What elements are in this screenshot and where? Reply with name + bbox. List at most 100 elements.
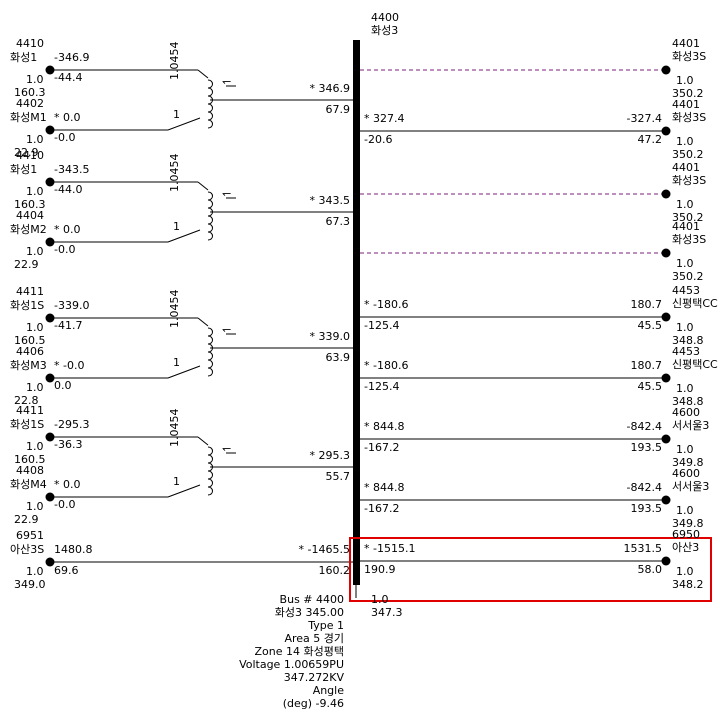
right-bus-kv: 349.8 — [672, 456, 704, 469]
lv-switch-line — [167, 117, 201, 131]
bus-bar — [353, 40, 360, 585]
transformer-flow-p: * 339.0 — [309, 330, 351, 343]
transformer-flow-q: 63.9 — [325, 351, 351, 364]
left-line-near-p: * -1465.5 — [298, 543, 350, 556]
hv-flow-p: -339.0 — [54, 299, 90, 312]
right-bus-kv: 348.8 — [672, 334, 704, 347]
lv-flow-q: 0.0 — [54, 379, 72, 392]
right-branch-far-q: 193.5 — [630, 502, 663, 515]
right-bus-name: 신평택CC — [672, 297, 718, 310]
right-bus-dot — [661, 189, 671, 199]
lv-bus-kv: 22.9 — [14, 146, 39, 159]
right-branch-far-q: 47.2 — [637, 133, 663, 146]
lv-flow-p: * -0.0 — [54, 359, 85, 372]
hv-bus-name: 화성1S — [10, 299, 45, 312]
transformer-coil-lv — [207, 351, 213, 377]
left-line-bus-number: 6951 — [16, 529, 44, 542]
transformer-tap-symbol: 1 — [173, 475, 180, 488]
right-branch-near-p: * -180.6 — [364, 359, 409, 372]
right-branch-far-p: 180.7 — [630, 359, 663, 372]
transformer-flow-p: * 295.3 — [309, 449, 351, 462]
lv-bus-number: 4402 — [16, 97, 44, 110]
hv-flow-p: -343.5 — [54, 163, 90, 176]
lv-bus-pu: 1.0 — [26, 500, 44, 513]
hv-bus-pu: 1.0 — [26, 440, 44, 453]
bus-info-line: Zone 14 화성평택 — [254, 645, 344, 658]
hv-bus-name: 화성1 — [10, 51, 38, 64]
hv-bus-pu: 1.0 — [26, 321, 44, 334]
lv-flow-p: * 0.0 — [54, 223, 81, 236]
right-bus-name: 아산3 — [672, 541, 700, 554]
right-bus-number: 4453 — [672, 284, 700, 297]
hv-flow-p: -346.9 — [54, 51, 90, 64]
hv-switch-line — [197, 436, 209, 446]
transformer-flow-p: * 346.9 — [309, 82, 351, 95]
right-branch-near-q: 190.9 — [364, 563, 396, 576]
transformer-coil-lv — [207, 215, 213, 241]
left-line-bus-name: 아산3S — [10, 543, 45, 556]
right-branch-near-p: * 844.8 — [364, 481, 405, 494]
lv-bus-name: 화성M2 — [10, 223, 47, 236]
hv-bus-name: 화성1S — [10, 418, 45, 431]
transformer-flow-q: 55.7 — [325, 470, 351, 483]
right-branch-near-q: -167.2 — [364, 441, 400, 454]
lv-switch-line — [167, 484, 201, 498]
lv-bus-pu: 1.0 — [26, 133, 44, 146]
right-bus-name: 서서울3 — [672, 419, 710, 432]
lv-bus-number: 4404 — [16, 209, 44, 222]
lv-flow-q: -0.0 — [54, 498, 76, 511]
right-bus-number: 4401 — [672, 220, 700, 233]
right-bus-number: 4401 — [672, 161, 700, 174]
tap-arrow-icon: ↽ — [222, 187, 232, 200]
hv-switch-line — [197, 317, 209, 327]
right-bus-pu: 1.0 — [676, 565, 694, 578]
lv-bus-number: 4406 — [16, 345, 44, 358]
transformer-flow-q: 67.3 — [325, 215, 351, 228]
right-branch-far-p: 180.7 — [630, 298, 663, 311]
lv-bus-pu: 1.0 — [26, 381, 44, 394]
tap-arrow-icon: ↽ — [222, 442, 232, 455]
lv-bus-number: 4408 — [16, 464, 44, 477]
right-branch-near-p: * -180.6 — [364, 298, 409, 311]
right-branch-far-p: -842.4 — [626, 420, 662, 433]
hv-switch-line — [197, 69, 209, 79]
right-bus-name: 서서울3 — [672, 480, 710, 493]
lv-flow-p: * 0.0 — [54, 111, 81, 124]
right-bus-dot — [661, 495, 671, 505]
left-line-far-q: 69.6 — [54, 564, 79, 577]
hv-bus-number: 4411 — [16, 285, 44, 298]
bus-number-label: 4400 — [371, 11, 399, 24]
right-branch-near-q: -125.4 — [364, 319, 400, 332]
right-bus-kv: 348.8 — [672, 395, 704, 408]
right-branch-far-p: -842.4 — [626, 481, 662, 494]
hv-bus-pu: 1.0 — [26, 73, 44, 86]
right-bus-pu: 1.0 — [676, 443, 694, 456]
bus-name-label: 화성3 — [371, 24, 399, 37]
right-bus-number: 6950 — [672, 528, 700, 541]
hv-flow-q: -44.4 — [54, 71, 83, 84]
right-branch-near-p: * 844.8 — [364, 420, 405, 433]
left-line-far-p: 1480.8 — [54, 543, 93, 556]
right-branch-far-q: 193.5 — [630, 441, 663, 454]
right-branch-near-q: -20.6 — [364, 133, 393, 146]
right-branch-far-p: 1531.5 — [623, 542, 663, 555]
right-bus-name: 화성3S — [672, 233, 707, 246]
right-bus-number: 4453 — [672, 345, 700, 358]
right-bus-pu: 1.0 — [676, 135, 694, 148]
right-bus-name: 신평택CC — [672, 358, 718, 371]
right-bus-kv: 350.2 — [672, 148, 704, 161]
transformer-ratio: 1.0454 — [168, 289, 181, 329]
lv-bus-name: 화성M1 — [10, 111, 47, 124]
right-bus-name: 화성3S — [672, 50, 707, 63]
lv-bus-name: 화성M3 — [10, 359, 47, 372]
right-bus-dot — [661, 556, 671, 566]
right-bus-kv: 350.2 — [672, 270, 704, 283]
transformer-tap-symbol: 1 — [173, 108, 180, 121]
bus-info-line: Type 1 — [308, 619, 344, 632]
right-branch-near-q: -125.4 — [364, 380, 400, 393]
hv-bus-number: 4411 — [16, 404, 44, 417]
right-bus-pu: 1.0 — [676, 504, 694, 517]
right-bus-name: 화성3S — [672, 174, 707, 187]
